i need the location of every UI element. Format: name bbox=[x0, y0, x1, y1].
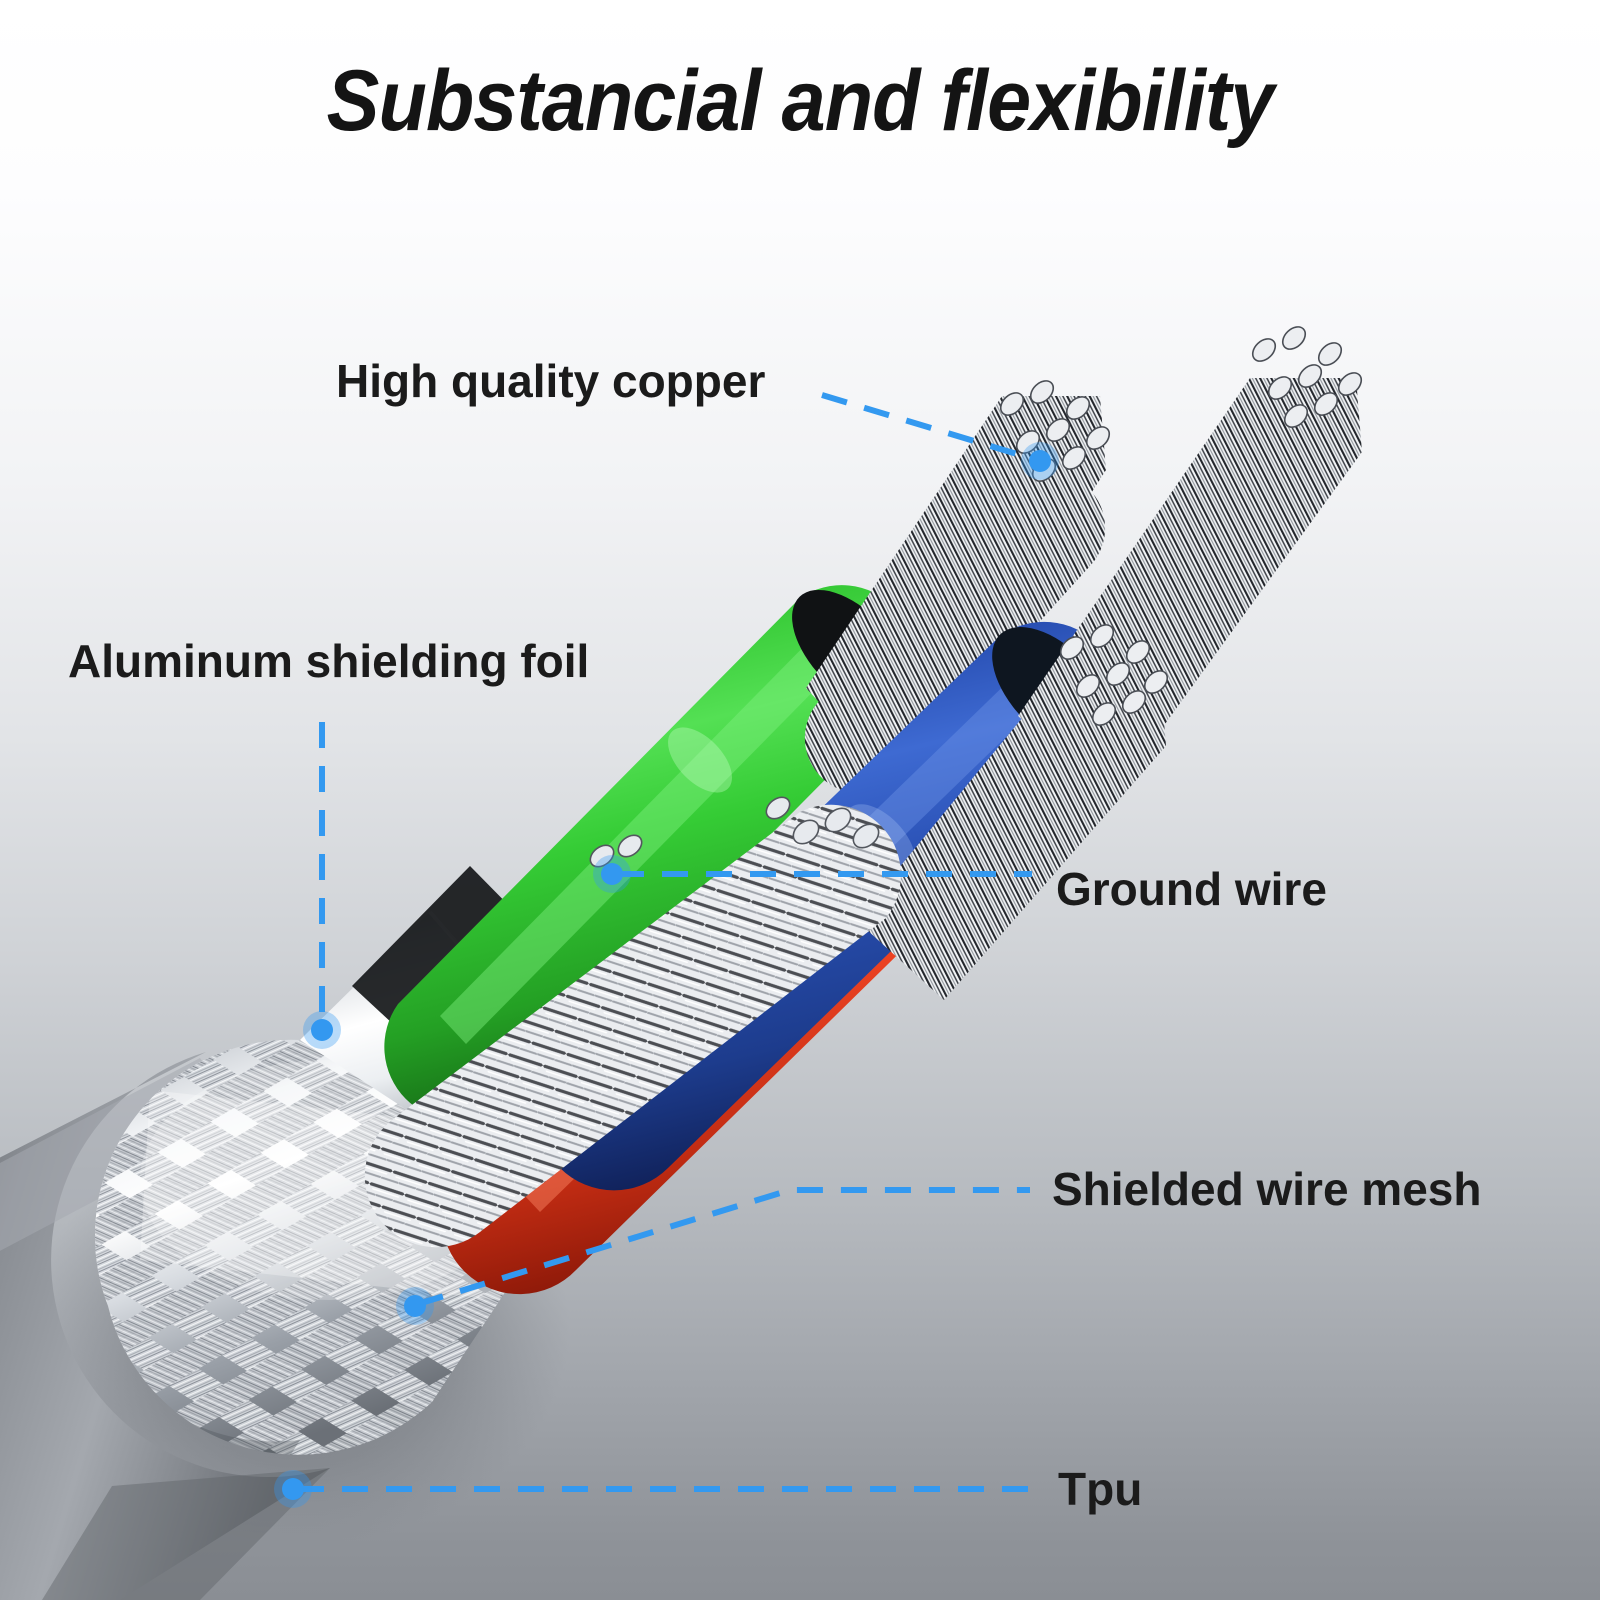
callout-label-ground-wire: Ground wire bbox=[1056, 863, 1327, 915]
callout-label-aluminum-shielding-foil: Aluminum shielding foil bbox=[68, 635, 590, 687]
callout-label-tpu: Tpu bbox=[1058, 1463, 1143, 1515]
copper-strand-bundle-red bbox=[856, 624, 1169, 1000]
callout-label-shielded-wire-mesh: Shielded wire mesh bbox=[1052, 1163, 1482, 1215]
page-title: Substancial and flexibility bbox=[326, 53, 1275, 149]
ground-wire-bundle bbox=[364, 796, 901, 1248]
callout-label-high-quality-copper: High quality copper bbox=[336, 355, 766, 407]
